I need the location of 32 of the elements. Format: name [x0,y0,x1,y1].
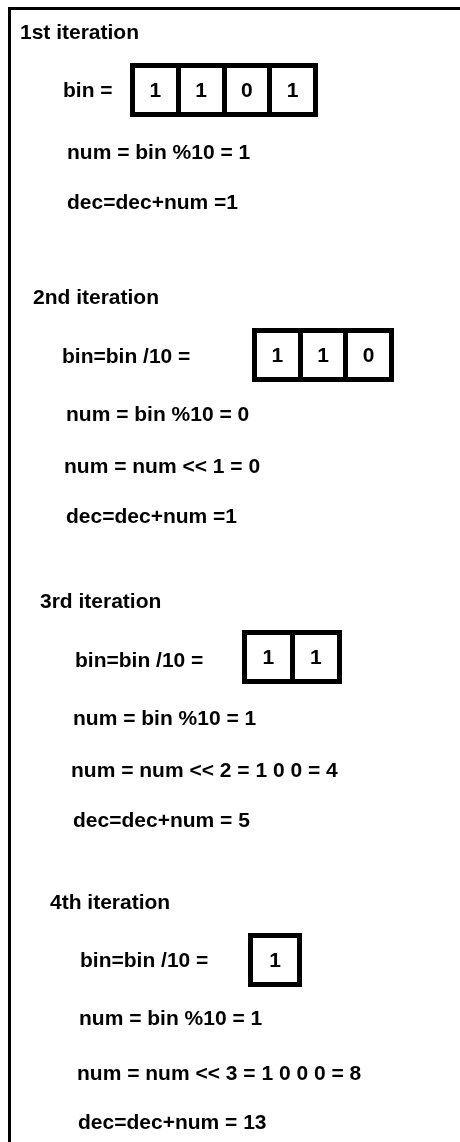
equation-text: num = bin %10 = 1 [79,1006,263,1030]
digit-cell: 1 [272,68,313,112]
digit-cell: 1 [294,635,337,679]
digit-cell: 0 [348,333,389,377]
digit-cell: 1 [248,933,302,987]
digit-box-group [252,328,394,382]
iteration-heading: 1st iteration [20,20,140,44]
equation-text: num = bin %10 = 1 [67,140,251,164]
equation-text: bin=bin /10 = [62,344,191,368]
equation-text: bin=bin /10 = [75,648,204,672]
iteration-heading: 2nd iteration [33,285,159,309]
digit-cell: 1 [135,68,176,112]
digit-cell: 0 [226,68,268,112]
equation-text: num = bin %10 = 1 [73,706,257,730]
equation-text: dec=dec+num =1 [67,190,238,214]
equation-text: num = num << 3 = 1 0 0 0 = 8 [77,1061,362,1085]
equation-text: bin=bin /10 = [80,948,209,972]
digit-cell: 1 [247,635,290,679]
equation-text: dec=dec+num = 5 [73,808,250,832]
equation-text: bin = [63,78,113,102]
digit-box-group [130,63,318,117]
equation-text: dec=dec+num = 13 [78,1110,267,1134]
equation-text: num = num << 1 = 0 [64,454,261,478]
equation-text: dec=dec+num =1 [66,504,237,528]
digit-cell: 1 [180,68,222,112]
iteration-heading: 4th iteration [50,890,171,914]
equation-text: num = num << 2 = 1 0 0 = 4 [71,758,338,782]
digit-box-group [242,630,342,684]
digit-cell: 1 [257,333,298,377]
digit-cell: 1 [302,333,344,377]
equation-text: num = bin %10 = 0 [66,402,250,426]
iteration-heading: 3rd iteration [40,589,162,613]
